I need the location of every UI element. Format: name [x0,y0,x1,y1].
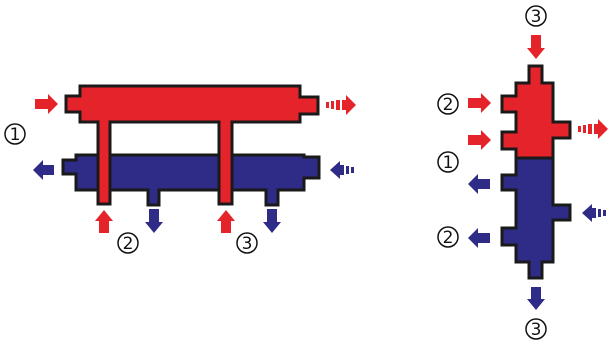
arrow-left-icon [468,174,490,194]
number-label: 3 [531,7,542,27]
circled-number-1: 1 [4,123,26,145]
circled-number-3: 3 [525,5,547,27]
dashed-arrow-left-icon [330,161,354,179]
arrow-down-icon [145,209,163,233]
arrow-down-icon [263,209,281,233]
number-label: 1 [443,153,454,173]
number-label: 3 [531,320,542,340]
vertical-manifold: 3 2 1 2 3 [437,5,608,340]
hot-distributor-bar [64,84,320,206]
arrow-down-icon [527,287,545,310]
number-label: 1 [10,125,21,145]
dashed-arrow-right-icon [578,119,608,139]
cold-collector-bar [61,153,321,207]
circled-number-3: 3 [525,318,547,340]
number-label: 2 [443,95,454,115]
circled-number-1: 1 [437,151,459,173]
dashed-arrow-left-icon [582,204,606,222]
dashed-arrow-right-icon [326,95,356,115]
circled-number-2: 2 [437,93,459,115]
arrow-right-icon [35,94,58,114]
horizontal-manifold: 1 2 3 [4,84,356,254]
cold-lower-section [500,156,572,280]
arrow-right-icon [468,130,491,150]
arrow-left-icon [468,228,490,248]
arrow-down-icon [527,35,545,59]
circled-number-3: 3 [236,232,258,254]
number-label: 2 [123,234,134,254]
arrow-up-icon [217,210,235,233]
number-label: 3 [242,234,253,254]
arrow-left-icon [33,160,54,180]
circled-number-2: 2 [117,232,139,254]
number-label: 2 [443,228,454,248]
arrow-right-icon [468,93,491,113]
hot-upper-section [500,64,572,160]
arrow-up-icon [95,210,113,233]
circled-number-2: 2 [437,226,459,248]
